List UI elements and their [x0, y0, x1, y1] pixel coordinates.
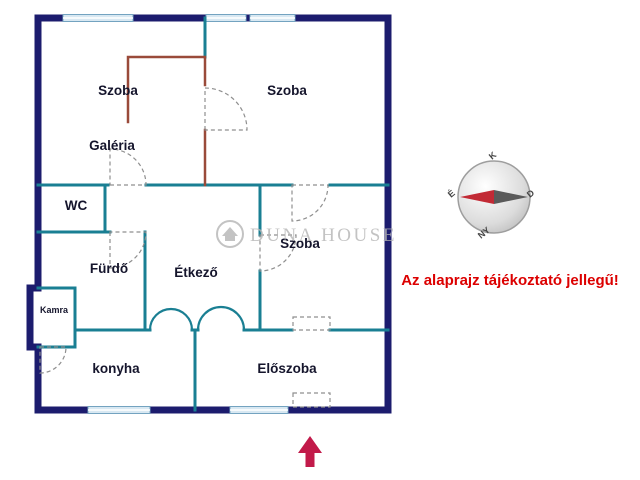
compass-needle-dark [494, 190, 528, 204]
brand-logo-house-body [225, 236, 235, 241]
room-label-eloszoba: Előszoba [257, 361, 317, 376]
interior-walls [36, 16, 390, 412]
doors [39, 87, 331, 408]
room-label-etkezo: Étkező [174, 265, 218, 280]
room-label-szoba-top-left: Szoba [98, 83, 138, 98]
compass-needle-red [460, 190, 494, 204]
disclaimer-text: Az alaprajz tájékoztató jellegű! [401, 272, 619, 289]
brand-logo-icon [216, 220, 244, 248]
watermark-text: DUNA HOUSE [250, 225, 397, 246]
door-arc-etkezo-szoba [259, 234, 297, 272]
door-arc-kamra [39, 346, 67, 374]
room-label-furdo: Fürdő [90, 261, 128, 276]
compass-label-right: D [525, 187, 537, 199]
compass-label-left: É [446, 188, 457, 200]
door-opening-dashed [292, 316, 331, 331]
room-label-konyha: konyha [92, 361, 140, 376]
door-arc-furdo [109, 231, 147, 269]
arched-openings [148, 305, 246, 331]
watermark: DUNA HOUSE [216, 220, 397, 248]
door-arc-top-rooms [204, 87, 248, 131]
room-label-wc: WC [65, 198, 88, 213]
room-label-szoba-middle: Szoba [280, 236, 320, 251]
room-label-kamra: Kamra [40, 305, 69, 315]
compass: K D NY É [446, 149, 537, 240]
windows [62, 14, 296, 414]
room-labels: Szoba Szoba Galéria WC Fürdő Étkező Szob… [40, 83, 320, 376]
door-arc-szoba-middle [291, 184, 329, 222]
door-arc-wc [109, 148, 147, 186]
room-label-szoba-top-right: Szoba [267, 83, 307, 98]
room-label-galeria: Galéria [89, 138, 135, 153]
entrance-door-dashed [292, 392, 331, 408]
entrance-arrow-icon [298, 436, 322, 467]
compass-label-top: K [487, 149, 499, 161]
outer-wall [26, 14, 392, 414]
brand-logo-house-icon [222, 227, 238, 236]
gallery-walls [126, 55, 207, 187]
